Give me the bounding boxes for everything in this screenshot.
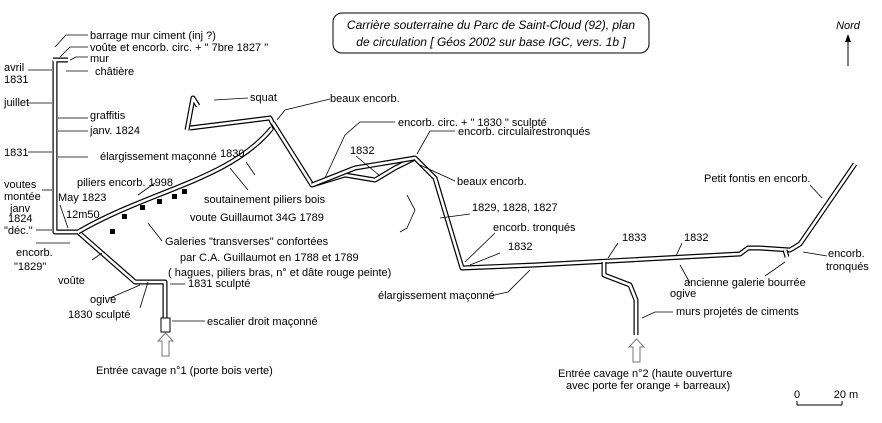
label-1831-sculpte: 1831 sculpté [188,278,250,290]
title-line-1: Carrière souterraine du Parc de Saint-Cl… [347,18,635,32]
gallery-central-loop [270,121,858,271]
label-1831-a: 1831 [4,74,28,86]
label-galeries-1: Galeries "transverses" confortées [165,236,329,248]
north-label: Nord [836,20,861,32]
gallery-guillaumot [76,126,274,235]
label-ogive-right: ogive [670,288,696,300]
label-voute-7bre: voûte et encorb. circ. + " 7bre 1827 " [90,42,268,54]
label-encorb-tronques-1: encorb. tronqués [493,222,576,234]
label-montee: montée [4,191,41,203]
label-avril: avril [4,62,24,74]
label-janv-1824: janv. 1824 [89,125,140,137]
label-may-1823: May 1823 [58,192,106,204]
label-entree-1: Entrée cavage n°1 (porte bois verte) [96,365,273,377]
scale-end: 20 m [834,389,858,401]
label-chatiere: châtière [95,66,134,78]
gallery-loop-branch [311,155,416,188]
gallery-entrance-2 [601,262,639,335]
scale-bar [796,401,843,406]
label-encorb-tronques-2b: tronqués [826,261,869,273]
north-arrow-icon [845,34,851,66]
label-beaux-encorb-2: beaux encorb. [457,176,527,188]
label-elargissement-1: élargissement maçonné [100,151,217,163]
label-encorb-1829-a: encorb. [16,247,53,259]
pillars [110,189,187,234]
label-galeries-3: ( hagues, piliers bras, n° et dâte rouge… [168,267,391,279]
label-1832-a: 1832 [350,145,374,157]
label-1832-b: 1832 [508,241,532,253]
label-galeries-2: par C.A. Guillaumot en 1788 et 1789 [180,252,359,264]
label-ogive-left: ogive [90,294,116,306]
label-graffitis: graffitis [90,110,126,122]
label-dec: "déc." [4,225,33,237]
galleries [52,57,858,335]
label-1830-sculpte: 1830 sculpté [68,309,130,321]
label-1833: 1833 [622,232,646,244]
label-12m50: 12m50 [66,209,100,221]
label-1832-c: 1832 [684,232,708,244]
title-line-2: de circulation [ Géos 2002 sur base IGC,… [356,35,626,49]
label-squat: squat [250,92,277,104]
title-box: Carrière souterraine du Parc de Saint-Cl… [332,12,650,54]
label-dates-3: 1829, 1828, 1827 [472,202,558,214]
label-encorb-1829-b: "1829" [14,261,46,273]
label-voute: voûte [58,275,85,287]
label-ancienne-galerie: ancienne galerie bourrée [684,277,806,289]
label-entree-2-b: avec porte fer orange + barreaux) [566,380,730,392]
leader-lines [28,34,828,322]
entrance-2-arrow-icon [627,338,646,363]
label-piliers-1998: piliers encorb. 1998 [77,177,173,189]
gallery-old-blocked [782,249,790,258]
label-petit-fontis: Petit fontis en encorb. [704,173,810,185]
entrance-1-arrow-icon [156,332,175,357]
label-voute-guillaumot: voute Guillaumot 34G 1789 [190,212,324,224]
scale-start: 0 [794,389,800,401]
label-mur: mur [90,53,109,65]
label-encorb-circ-tronques: encorb. circulairestronqués [458,126,591,138]
label-encorb-circ-1830: encorb. circ. + " 1830 " sculpté [398,117,547,129]
label-janv: janv [9,203,31,215]
label-1824: 1824 [8,213,32,225]
label-murs-projetes: murs projetés de ciments [676,306,799,318]
gallery-left-shaft [52,57,168,318]
label-1831-b: 1831 [4,147,28,159]
label-entree-2-a: Entrée cavage n°2 (haute ouverture [558,368,732,380]
label-encorb-tronques-2a: encorb. [828,248,865,260]
label-barrage: barrage mur ciment (inj ?) [90,30,216,42]
stair-icon [160,317,171,333]
label-elargissement-2: élargissement maçonné [378,290,495,302]
label-beaux-encorb-1: beaux encorb. [330,93,400,105]
label-voutes: voutes [4,179,37,191]
label-juillet: juillet [3,97,29,109]
label-escalier: escalier droit maçonné [207,316,318,328]
label-soutenement: soutainement piliers bois [204,194,326,206]
label-1830: 1830 [220,148,244,160]
